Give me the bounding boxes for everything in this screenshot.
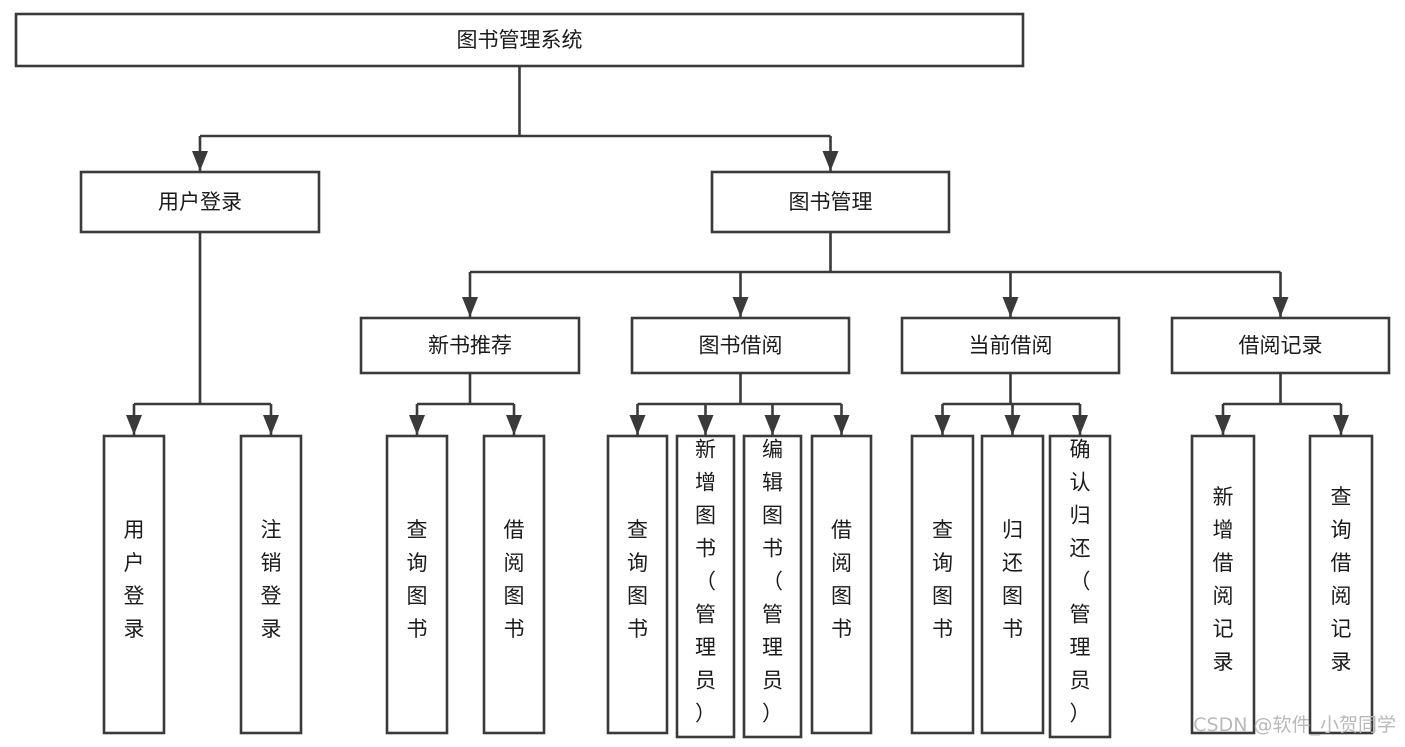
node-box-book-manage — [710, 170, 951, 234]
node-box-leaf-borrow-book-2 — [810, 434, 873, 735]
node-label-leaf-query-record: 查询借阅记录 — [1331, 485, 1352, 674]
node-label-leaf-return-book: 归还图书 — [1002, 518, 1023, 641]
node-leaf-user-login[interactable]: 用户登录 — [102, 434, 166, 735]
node-leaf-borrow-book-2[interactable]: 借阅图书 — [810, 434, 873, 735]
node-label-leaf-user-logout: 注销登录 — [261, 518, 282, 641]
node-leaf-query-book-1[interactable]: 查询图书 — [385, 434, 449, 735]
node-label-root: 图书管理系统 — [457, 28, 583, 52]
node-current-borrow[interactable]: 当前借阅 — [900, 316, 1121, 375]
node-label-leaf-add-book: 新增图书（管理员） — [695, 438, 716, 726]
node-box-leaf-query-book-1 — [385, 434, 449, 735]
node-layer: 图书管理系统用户登录图书管理新书推荐图书借阅当前借阅借阅记录用户登录注销登录查询… — [14, 12, 1391, 739]
node-box-leaf-edit-book — [742, 434, 803, 739]
node-box-leaf-borrow-book-1 — [482, 434, 546, 735]
node-box-borrow-record — [1170, 316, 1391, 375]
arrow-head-icon-book-borrow-1 — [697, 415, 714, 435]
node-root[interactable]: 图书管理系统 — [14, 12, 1025, 68]
node-leaf-edit-book[interactable]: 编辑图书（管理员） — [742, 434, 803, 739]
node-box-leaf-query-book-2 — [606, 434, 669, 735]
node-leaf-query-book-3[interactable]: 查询图书 — [910, 434, 975, 735]
node-leaf-return-book[interactable]: 归还图书 — [980, 434, 1045, 735]
node-leaf-add-record[interactable]: 新增借阅记录 — [1190, 434, 1256, 735]
arrow-head-icon-user-login-0 — [126, 415, 142, 435]
arrow-head-icon-book-borrow-0 — [629, 415, 646, 435]
node-leaf-confirm-return[interactable]: 确认归还（管理员） — [1048, 434, 1112, 739]
node-leaf-add-book[interactable]: 新增图书（管理员） — [675, 434, 736, 739]
arrow-head-icon-bookmanage-2 — [1002, 297, 1019, 317]
arrow-head-icon-borrow-record-0 — [1215, 415, 1231, 435]
arrow-head-icon-bookmanage-3 — [1272, 297, 1289, 317]
node-box-leaf-query-record — [1308, 434, 1374, 735]
node-box-leaf-user-logout — [239, 434, 303, 735]
node-book-borrow[interactable]: 图书借阅 — [630, 316, 851, 375]
arrow-head-icon-root-0 — [192, 151, 208, 171]
arrow-head-icon-current-borrow-0 — [934, 415, 951, 435]
node-box-book-borrow — [630, 316, 851, 375]
node-label-current-borrow: 当前借阅 — [969, 334, 1053, 358]
node-label-leaf-query-book-2: 查询图书 — [627, 518, 648, 641]
node-label-leaf-query-book-3: 查询图书 — [932, 518, 953, 641]
arrow-head-icon-current-borrow-2 — [1072, 415, 1088, 435]
node-label-new-book-recommend: 新书推荐 — [428, 334, 512, 358]
node-label-leaf-borrow-book-2: 借阅图书 — [831, 518, 852, 641]
node-leaf-query-book-2[interactable]: 查询图书 — [606, 434, 669, 735]
node-borrow-record[interactable]: 借阅记录 — [1170, 316, 1391, 375]
node-box-new-book-recommend — [359, 316, 581, 375]
node-leaf-user-logout[interactable]: 注销登录 — [239, 434, 303, 735]
arrow-head-icon-book-borrow-2 — [764, 415, 781, 435]
node-label-book-borrow: 图书借阅 — [699, 334, 783, 358]
node-label-leaf-add-record: 新增借阅记录 — [1213, 485, 1234, 674]
node-box-leaf-user-login — [102, 434, 166, 735]
node-box-root — [14, 12, 1025, 68]
arrow-head-icon-bookmanage-0 — [462, 297, 478, 317]
node-box-user-login — [79, 170, 321, 234]
connector-layer — [126, 66, 1349, 435]
node-label-leaf-user-login: 用户登录 — [124, 518, 145, 641]
arrow-head-icon-new-book-recommend-1 — [506, 415, 522, 435]
arrow-head-icon-user-login-1 — [263, 415, 279, 435]
node-box-current-borrow — [900, 316, 1121, 375]
node-new-book-recommend[interactable]: 新书推荐 — [359, 316, 581, 375]
node-box-leaf-confirm-return — [1048, 434, 1112, 739]
node-box-leaf-query-book-3 — [910, 434, 975, 735]
node-label-leaf-confirm-return: 确认归还（管理员） — [1070, 438, 1091, 726]
arrow-head-icon-book-borrow-3 — [833, 415, 850, 435]
node-box-leaf-return-book — [980, 434, 1045, 735]
node-book-manage[interactable]: 图书管理 — [710, 170, 951, 234]
node-label-borrow-record: 借阅记录 — [1239, 334, 1323, 358]
node-leaf-query-record[interactable]: 查询借阅记录 — [1308, 434, 1374, 735]
node-leaf-borrow-book-1[interactable]: 借阅图书 — [482, 434, 546, 735]
node-label-book-manage: 图书管理 — [789, 190, 873, 214]
node-user-login[interactable]: 用户登录 — [79, 170, 321, 234]
node-box-leaf-add-record — [1190, 434, 1256, 735]
arrow-head-icon-bookmanage-1 — [732, 297, 749, 317]
node-label-leaf-query-book-1: 查询图书 — [407, 518, 428, 641]
arrow-head-icon-current-borrow-1 — [1004, 415, 1021, 435]
arrow-head-icon-new-book-recommend-0 — [409, 415, 425, 435]
arrow-head-icon-root-1 — [822, 151, 839, 171]
node-label-user-login: 用户登录 — [158, 190, 242, 214]
node-label-leaf-borrow-book-1: 借阅图书 — [504, 518, 525, 641]
csdn-watermark: CSDN @软件_小贺同学 — [1193, 714, 1396, 736]
arrow-head-icon-borrow-record-1 — [1333, 415, 1349, 435]
node-box-leaf-add-book — [675, 434, 736, 739]
node-label-leaf-edit-book: 编辑图书（管理员） — [762, 438, 783, 726]
